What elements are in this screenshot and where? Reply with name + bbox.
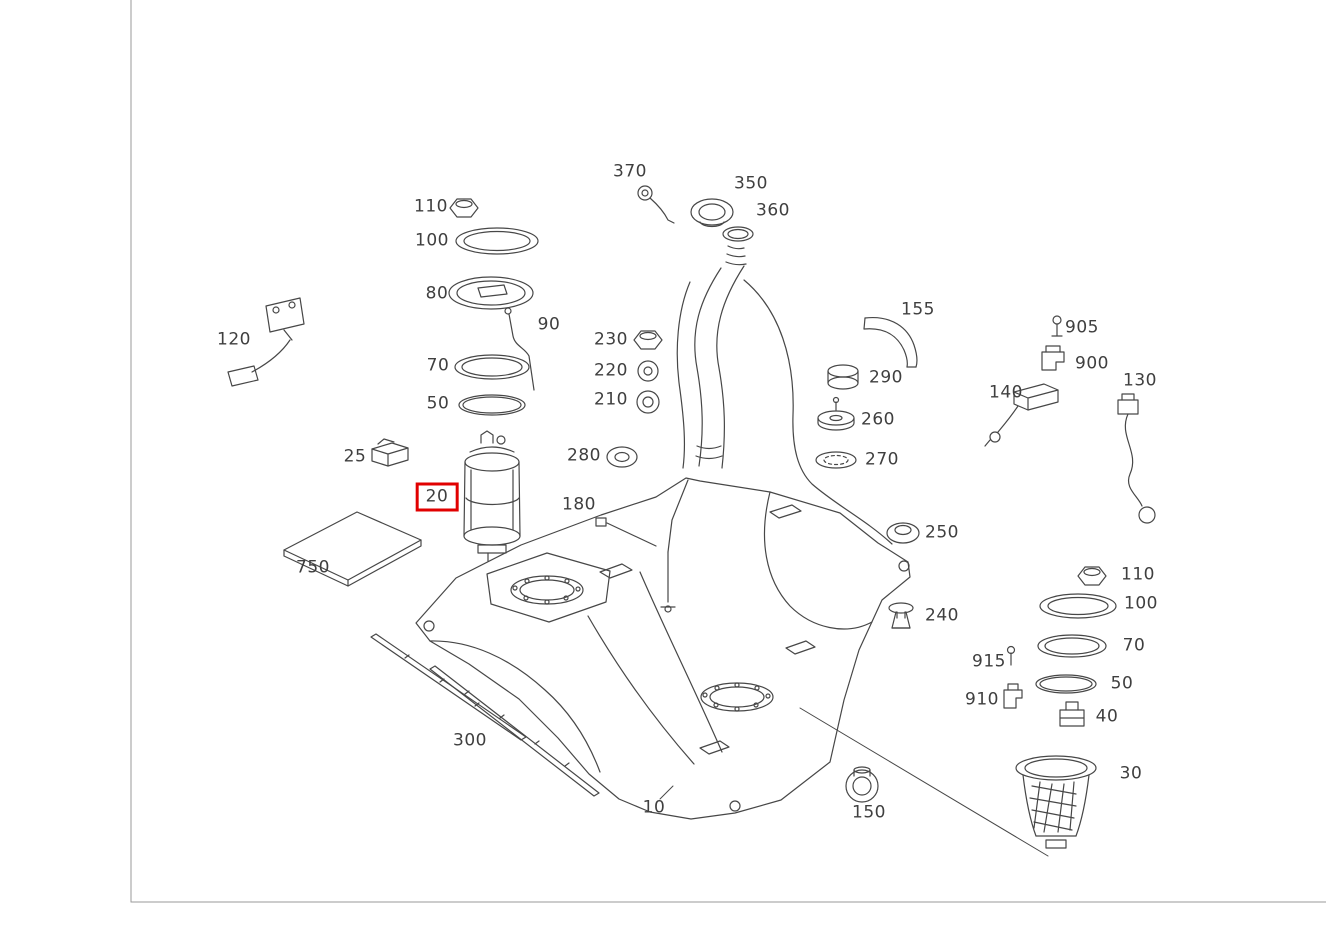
part-label-25[interactable]: 25 <box>343 446 367 467</box>
part-label-40[interactable]: 40 <box>1095 706 1119 727</box>
leader-lines <box>659 707 1049 857</box>
page-frame <box>130 0 1326 903</box>
left-seal-stack <box>448 198 539 416</box>
tank-mount-parts <box>815 364 920 803</box>
part-label-100[interactable]: 100 <box>1124 593 1158 614</box>
part-label-360[interactable]: 360 <box>756 200 790 221</box>
vent-valve-group <box>984 315 1156 524</box>
part-label-50[interactable]: 50 <box>1110 673 1134 694</box>
part-label-240[interactable]: 240 <box>925 605 959 626</box>
seal-280-fitting-180 <box>595 446 657 547</box>
part-label-20-highlighted[interactable]: 20 <box>415 482 459 512</box>
part-label-250[interactable]: 250 <box>925 522 959 543</box>
right-seal-stack <box>1003 566 1117 849</box>
part-label-70[interactable]: 70 <box>426 355 450 376</box>
vent-hose-155 <box>863 316 918 368</box>
fuel-tank-body <box>415 477 911 820</box>
heat-shield-750 <box>283 511 422 587</box>
part-label-130[interactable]: 130 <box>1123 370 1157 391</box>
part-label-370[interactable]: 370 <box>613 161 647 182</box>
part-label-350[interactable]: 350 <box>734 173 768 194</box>
part-label-120[interactable]: 120 <box>217 329 251 350</box>
part-label-70[interactable]: 70 <box>1122 635 1146 656</box>
fastener-column <box>633 330 663 414</box>
part-label-300[interactable]: 300 <box>453 730 487 751</box>
trim-strips-300 <box>370 633 600 797</box>
part-label-30[interactable]: 30 <box>1119 763 1143 784</box>
part-label-290[interactable]: 290 <box>869 367 903 388</box>
part-label-905[interactable]: 905 <box>1065 317 1099 338</box>
part-label-140[interactable]: 140 <box>989 382 1023 403</box>
part-label-270[interactable]: 270 <box>865 449 899 470</box>
part-label-210[interactable]: 210 <box>594 389 628 410</box>
part-label-50[interactable]: 50 <box>426 393 450 414</box>
level-sender-120 <box>227 297 305 387</box>
part-label-220[interactable]: 220 <box>594 360 628 381</box>
part-label-80[interactable]: 80 <box>425 283 449 304</box>
part-label-90[interactable]: 90 <box>537 314 561 335</box>
part-label-915[interactable]: 915 <box>972 651 1006 672</box>
part-label-150[interactable]: 150 <box>852 802 886 823</box>
part-label-100[interactable]: 100 <box>415 230 449 251</box>
part-label-155[interactable]: 155 <box>901 299 935 320</box>
part-label-180[interactable]: 180 <box>562 494 596 515</box>
part-label-10[interactable]: 10 <box>642 797 666 818</box>
rollover-valve-370 <box>637 185 675 224</box>
part-label-750[interactable]: 750 <box>296 557 330 578</box>
part-label-280[interactable]: 280 <box>567 445 601 466</box>
filler-neck-group <box>676 198 893 545</box>
part-label-260[interactable]: 260 <box>861 409 895 430</box>
fuel-pump-module <box>371 430 521 562</box>
part-label-110[interactable]: 110 <box>1121 564 1155 585</box>
part-label-230[interactable]: 230 <box>594 329 628 350</box>
part-label-910[interactable]: 910 <box>965 689 999 710</box>
part-label-900[interactable]: 900 <box>1075 353 1109 374</box>
part-label-110[interactable]: 110 <box>414 196 448 217</box>
